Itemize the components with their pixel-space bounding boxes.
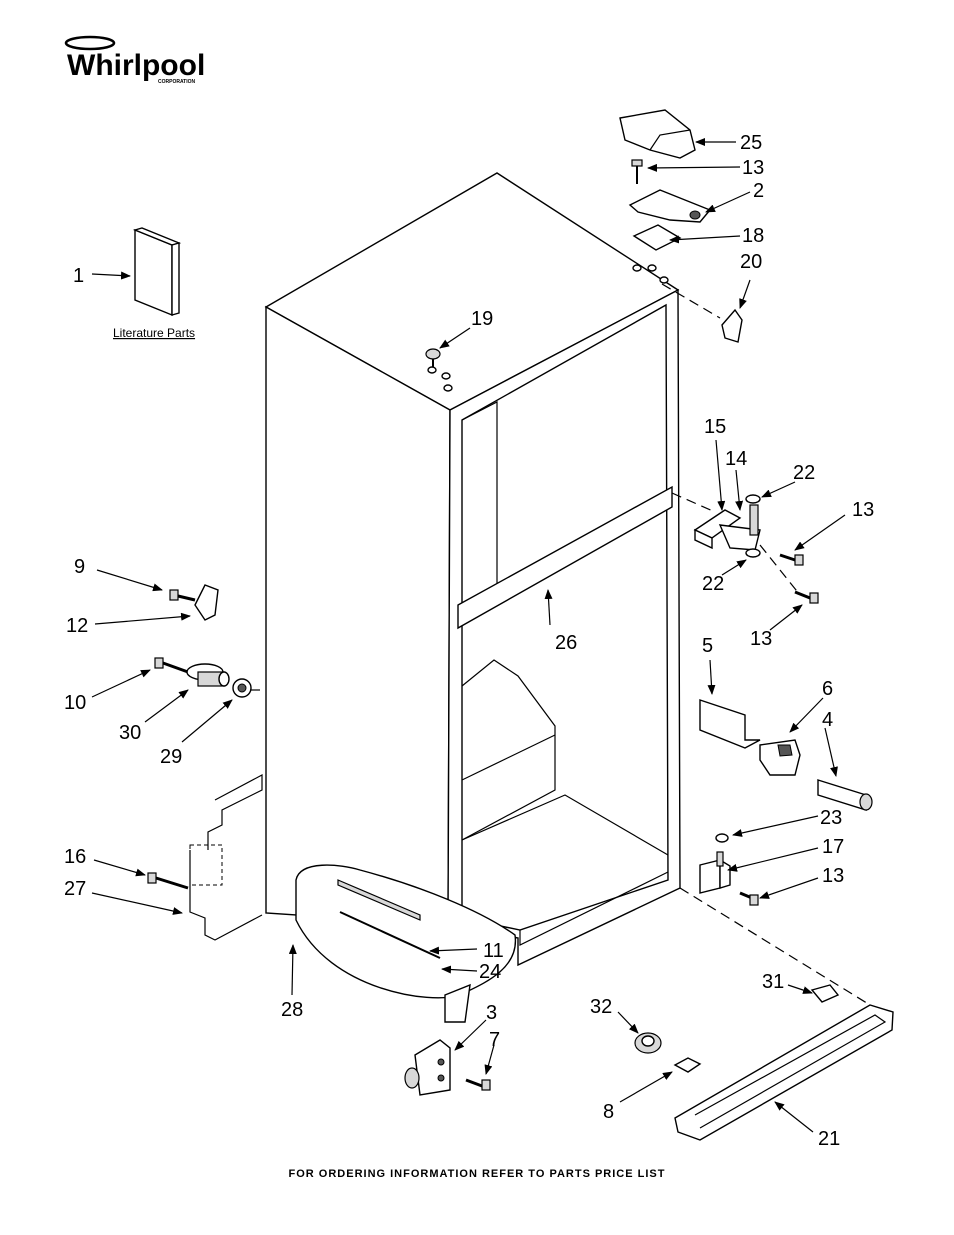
- callout-28: 28: [281, 999, 303, 1021]
- lower-hinge-bracket: [699, 851, 731, 894]
- literature-parts-label: Literature Parts: [113, 326, 195, 340]
- callout-19: 19: [471, 308, 493, 330]
- callout-13-top: 13: [742, 157, 764, 179]
- callout-3: 3: [486, 1002, 497, 1024]
- callout-25: 25: [740, 132, 762, 154]
- callout-29: 29: [160, 746, 182, 768]
- callout-18: 18: [742, 225, 764, 247]
- grille-plug: [634, 1032, 662, 1054]
- refrigerator-cabinet: [264, 172, 681, 967]
- callout-15: 15: [704, 416, 726, 438]
- callout-2: 2: [753, 180, 764, 202]
- bottom-base-panel: [295, 864, 516, 1023]
- callout-13-center-lower: 13: [750, 628, 772, 650]
- hinge-shim: [632, 224, 682, 251]
- literature-booklet: [132, 227, 182, 317]
- washer-lower: [745, 548, 761, 558]
- callout-14: 14: [725, 448, 747, 470]
- callout-leaders: [91, 138, 846, 1133]
- callout-9: 9: [74, 556, 85, 578]
- callout-23: 23: [820, 807, 842, 829]
- callout-6: 6: [822, 678, 833, 700]
- callout-5: 5: [702, 635, 713, 657]
- whirlpool-logo: Whirlpool CORPORATION: [64, 35, 205, 85]
- callout-30: 30: [119, 722, 141, 744]
- ordering-info-footer: FOR ORDERING INFORMATION REFER TO PARTS …: [288, 1168, 666, 1180]
- bottom-hinge: [404, 1039, 451, 1096]
- callout-22-upper: 22: [793, 462, 815, 484]
- callout-8: 8: [603, 1101, 614, 1123]
- callout-22-lower: 22: [702, 573, 724, 595]
- center-hinge: [693, 504, 761, 551]
- hinge-pin: [186, 663, 230, 687]
- grille-retainer: [810, 984, 840, 1003]
- callout-32: 32: [590, 996, 612, 1018]
- hinge-pin-screw: [154, 657, 189, 674]
- hinge-screw: [631, 159, 643, 184]
- callout-16: 16: [64, 846, 86, 868]
- toe-grille: [674, 1004, 894, 1141]
- center-hinge-screw-1: [779, 553, 804, 566]
- callout-24: 24: [479, 961, 501, 983]
- washer-upper: [745, 494, 761, 504]
- side-bracket: [189, 774, 263, 941]
- center-hinge-screw-2: [794, 590, 819, 604]
- callout-31: 31: [762, 971, 784, 993]
- callout-21: 21: [818, 1128, 840, 1150]
- bracket-screw: [147, 872, 189, 890]
- door-switch-rod: [817, 779, 873, 811]
- top-screw-plug: [425, 348, 441, 367]
- grille-clip: [673, 1057, 702, 1073]
- door-stop: [194, 584, 219, 621]
- callout-labels: 1 Literature Parts 25 13 2 18 20 19 15 1…: [64, 132, 874, 1150]
- callout-17: 17: [822, 836, 844, 858]
- bottom-hinge-screw: [465, 1078, 491, 1091]
- callout-27: 27: [64, 878, 86, 900]
- callout-13-lower: 13: [822, 865, 844, 887]
- callout-7: 7: [489, 1029, 500, 1051]
- hinge-bushing: [232, 678, 252, 698]
- top-hinge-cover: [619, 109, 696, 159]
- switch-housing: [759, 739, 801, 776]
- callout-11: 11: [483, 940, 504, 962]
- callout-26: 26: [555, 632, 577, 654]
- hinge-hole-plug: [721, 308, 743, 343]
- control-bracket: [699, 699, 761, 749]
- lower-washer: [715, 833, 729, 843]
- lower-hinge-screw: [739, 891, 759, 906]
- callout-10: 10: [64, 692, 86, 714]
- callout-12: 12: [66, 615, 88, 637]
- logo-wordmark: Whirlpool: [67, 49, 205, 82]
- logo-corporation: CORPORATION: [158, 79, 196, 85]
- left-door-stop-screw: [169, 589, 196, 602]
- callout-1: 1: [73, 265, 84, 287]
- callout-20: 20: [740, 251, 762, 273]
- callout-13-center-upper: 13: [852, 499, 874, 521]
- divider-bar: [457, 485, 673, 630]
- callout-4: 4: [822, 709, 833, 731]
